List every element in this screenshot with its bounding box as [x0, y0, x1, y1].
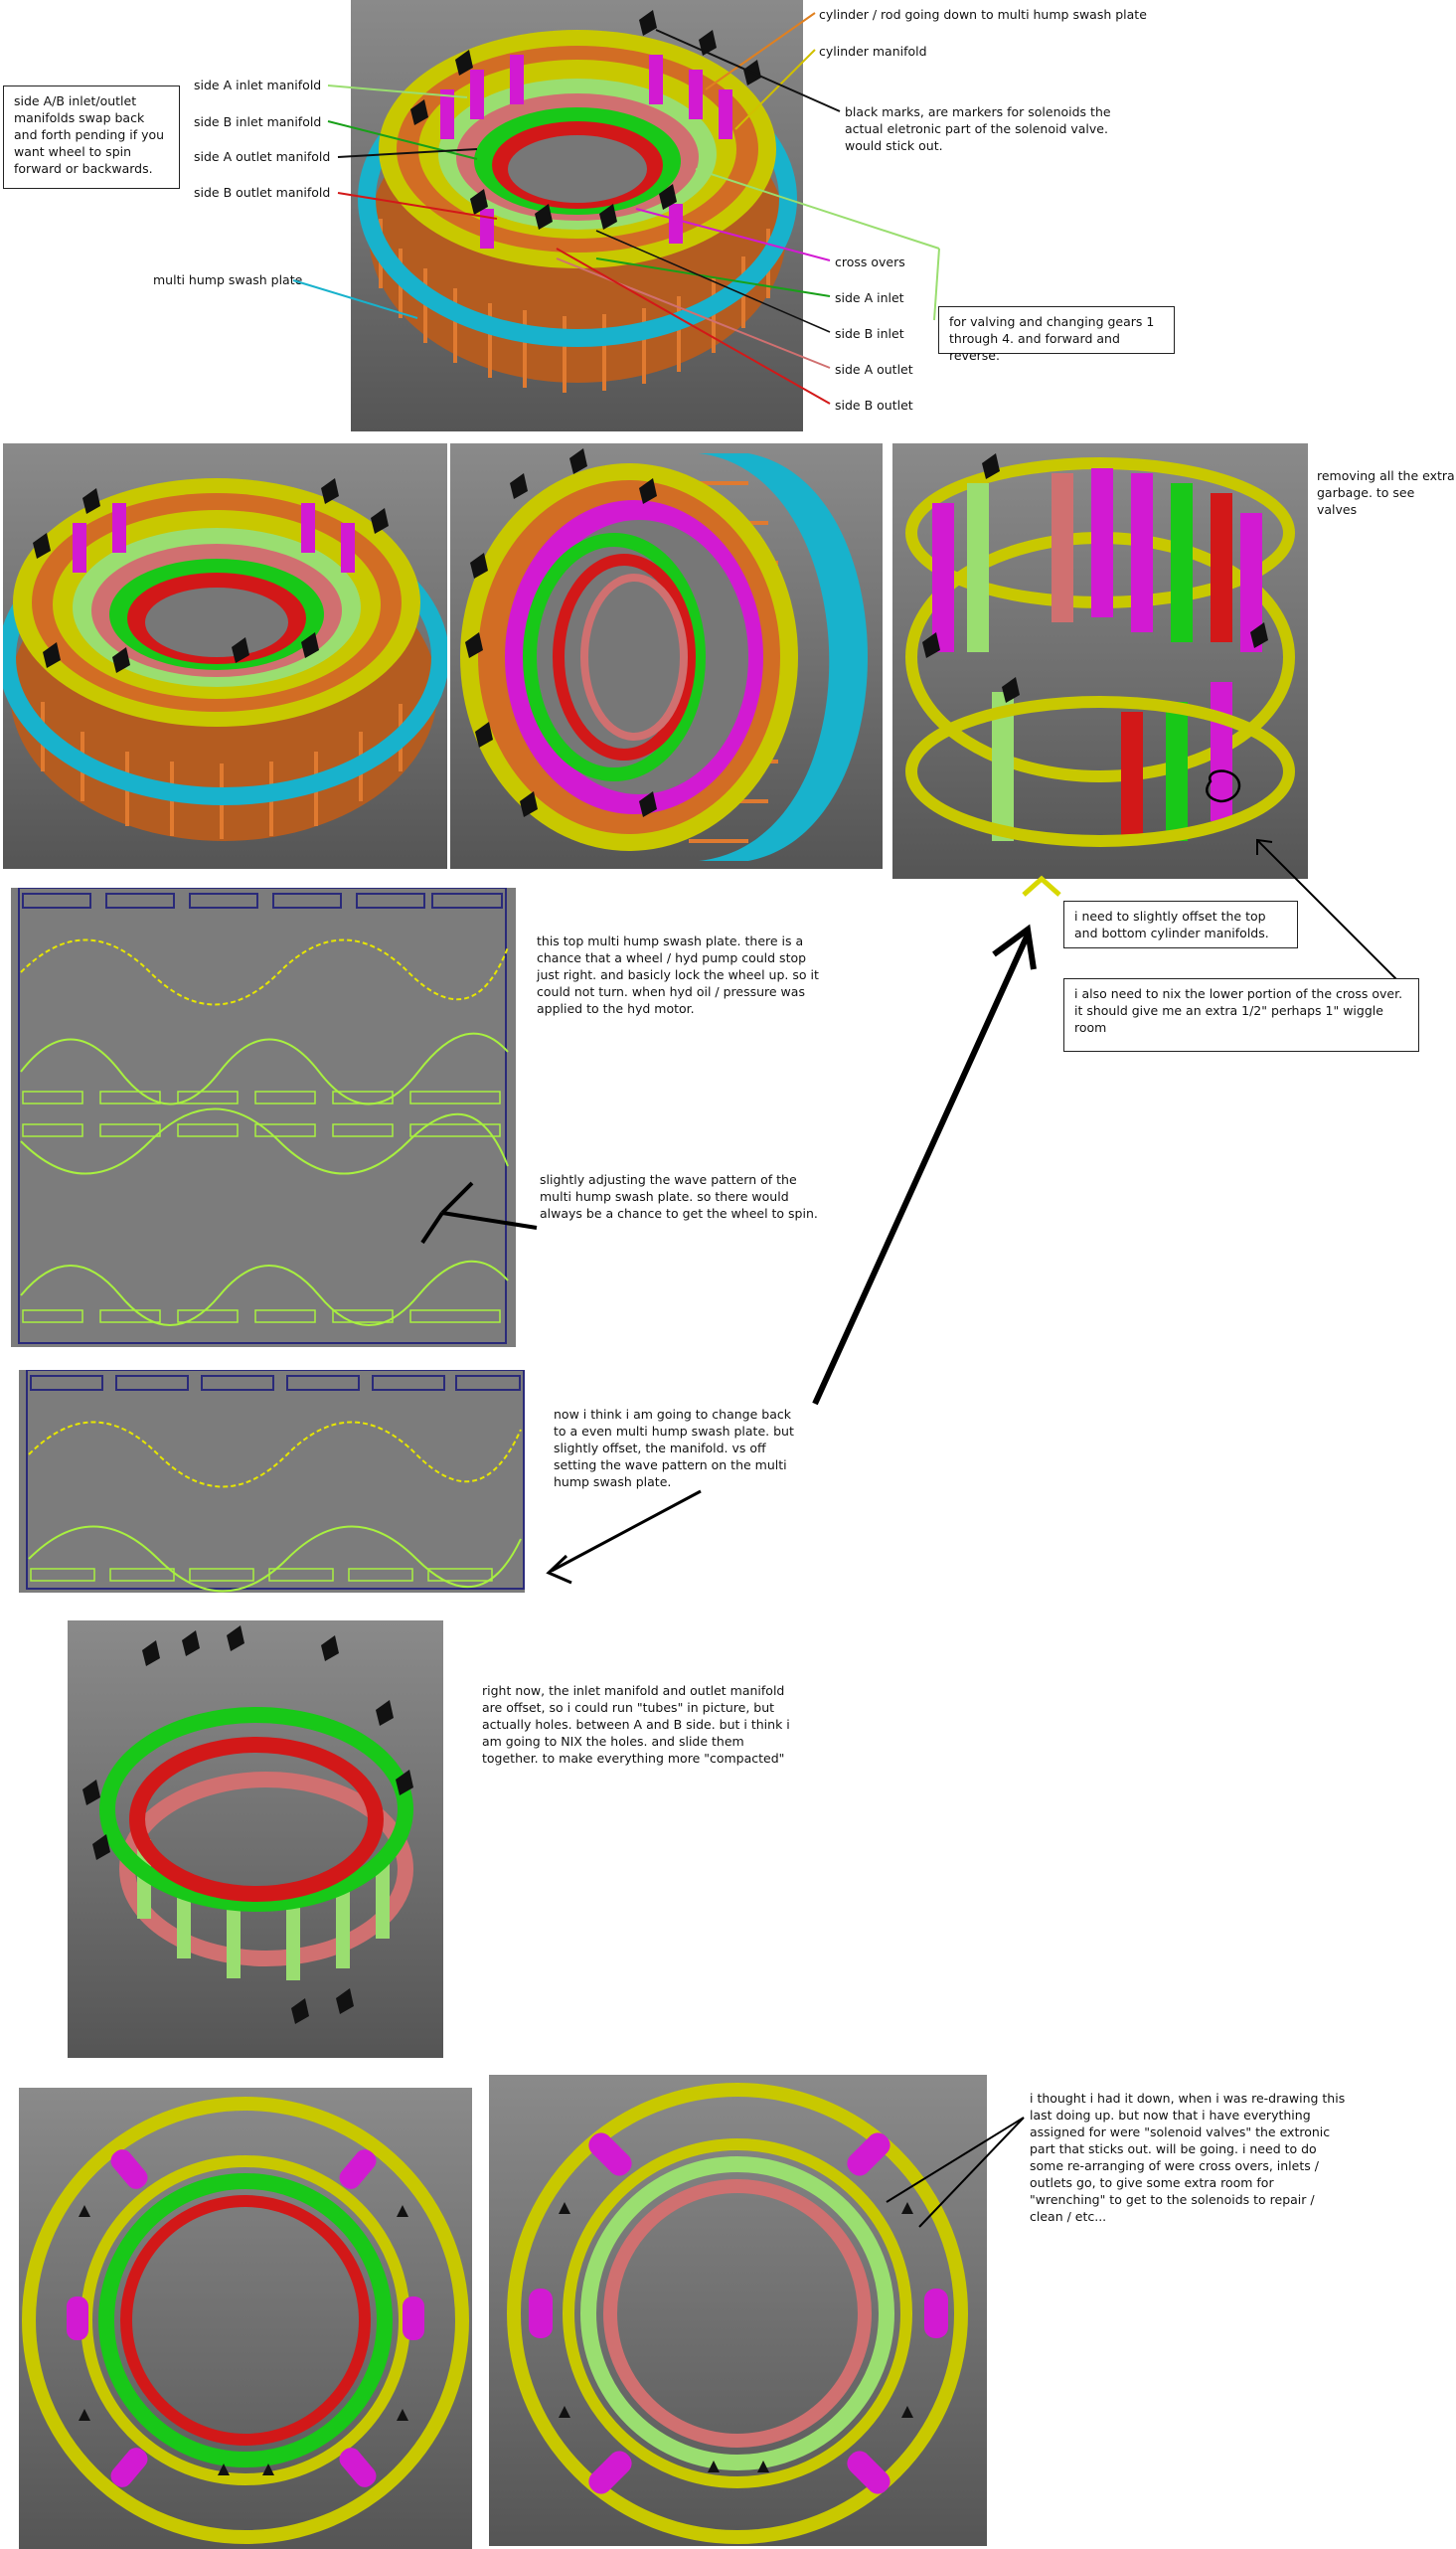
label-cylinder-rod: cylinder / rod going down to multi hump …	[819, 7, 1147, 22]
side-note-text: side A/B inlet/outlet manifolds swap bac…	[14, 93, 165, 176]
label-side-a-outlet-manifold: side A outlet manifold	[194, 149, 331, 164]
wave-panel-1	[11, 888, 516, 1347]
label-side-b-inlet: side B inlet	[835, 326, 904, 341]
render-panel-iso	[3, 443, 447, 869]
label-side-b-outlet-manifold: side B outlet manifold	[194, 185, 331, 200]
top-view-panel-2	[489, 2075, 987, 2546]
label-cross-overs: cross overs	[835, 255, 905, 269]
label-side-a-inlet-manifold: side A inlet manifold	[194, 78, 322, 92]
offset-note-box: i need to slightly offset the top and bo…	[1063, 901, 1298, 948]
label-side-b-inlet-manifold: side B inlet manifold	[194, 114, 322, 129]
label-side-a-inlet: side A inlet	[835, 290, 904, 305]
render-iso-drawing	[3, 478, 447, 841]
top-render-drawing	[358, 10, 797, 393]
label-cylinder-manifold: cylinder manifold	[819, 44, 927, 59]
top-view-panel-1	[19, 2088, 472, 2549]
label-side-a-outlet: side A outlet	[835, 362, 913, 377]
label-multi-hump-swash-plate: multi hump swash plate	[153, 272, 303, 287]
bottom-note: i thought i had it down, when i was re-d…	[1030, 2091, 1346, 2224]
wave-note-1: this top multi hump swash plate. there i…	[537, 934, 819, 1016]
ring-render-panel	[68, 1620, 443, 2058]
render-panel-valves	[892, 443, 1308, 879]
ring-render-drawing	[82, 1625, 413, 2024]
wave-panel-2	[19, 1370, 525, 1593]
label-side-b-outlet: side B outlet	[835, 398, 913, 413]
wave-panel-2-drawing	[26, 1370, 525, 1593]
wave-panel-1-drawing	[18, 888, 509, 1344]
removing-note: removing all the extra garbage. to see v…	[1317, 468, 1455, 517]
black-marks-note: black marks, are markers for solenoids t…	[845, 104, 1111, 153]
render-valves-drawing	[905, 453, 1295, 847]
top-view-2-drawing	[507, 2083, 968, 2544]
top-view-1-drawing	[22, 2097, 469, 2544]
render-side-drawing	[460, 448, 868, 861]
side-note-box: side A/B inlet/outlet manifolds swap bac…	[3, 85, 180, 189]
wave-note-2: slightly adjusting the wave pattern of t…	[540, 1172, 818, 1221]
render-panel-side	[450, 443, 883, 869]
ring-note: right now, the inlet manifold and outlet…	[482, 1683, 790, 1766]
offset-note-text: i need to slightly offset the top and bo…	[1074, 909, 1269, 940]
nix-note-text: i also need to nix the lower portion of …	[1074, 986, 1403, 1035]
valving-note-box: for valving and changing gears 1 through…	[938, 306, 1175, 363]
wave-note-3: now i think i am going to change back to…	[554, 1407, 794, 1489]
valving-note-text: for valving and changing gears 1 through…	[949, 314, 1155, 363]
top-render-panel	[351, 0, 803, 431]
nix-note-box: i also need to nix the lower portion of …	[1063, 978, 1419, 1052]
